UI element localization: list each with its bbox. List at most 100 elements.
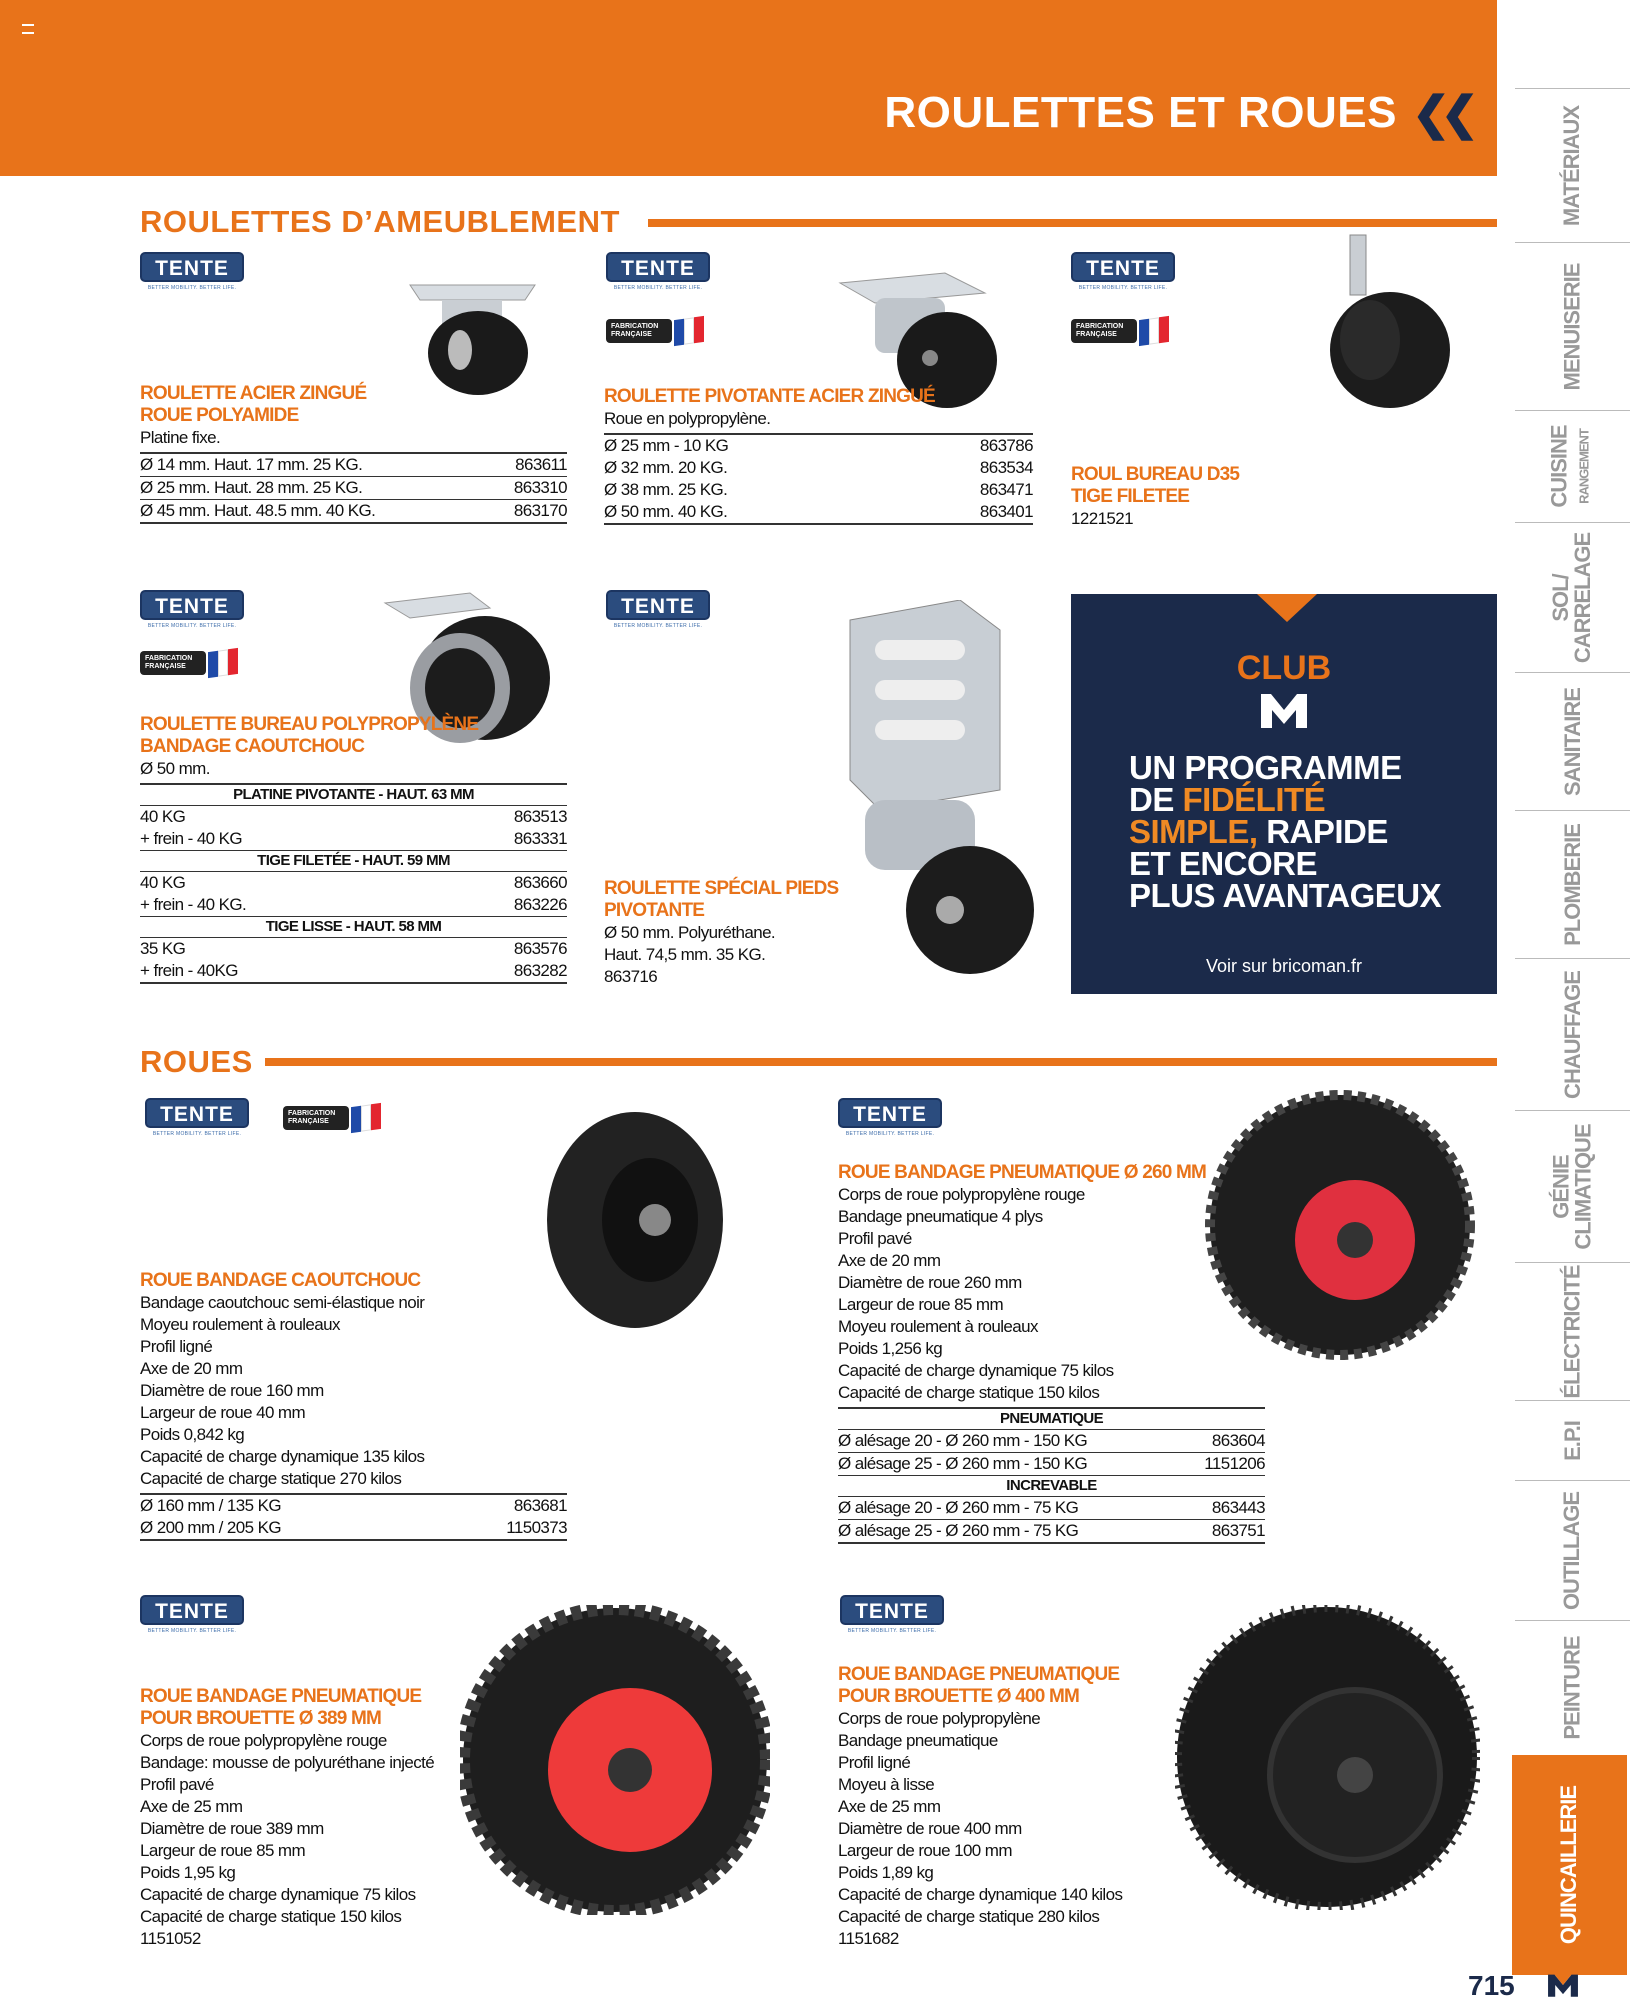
reference-table: PNEUMATIQUE Ø alésage 20 - Ø 260 mm - 15…	[838, 1407, 1266, 1544]
fixed-caster-image	[409, 284, 536, 395]
sidebar-tab-materiaux[interactable]: MATÉRIAUX	[1515, 88, 1630, 242]
sidebar-tab-sanitaire[interactable]: SANITAIRE	[1515, 672, 1630, 810]
row-reference: 863660	[513, 873, 568, 892]
logo-text: TENTE	[140, 1595, 244, 1625]
tente-logo: TENTE BETTER MOBILITY. BETTER LIFE.	[840, 1595, 944, 1634]
page-title: ROULETTES ET ROUES	[884, 88, 1397, 137]
row-spec: Ø 50 mm. 40 KG.	[604, 502, 728, 521]
badge-text: FABRICATION FRANÇAISE	[606, 319, 672, 343]
logo-tagline: BETTER MOBILITY. BETTER LIFE.	[152, 1131, 242, 1137]
club-loyalty-banner[interactable]: CLUB UN PROGRAMME DE FIDÉLITÉ SIMPLE, RA…	[1071, 594, 1497, 994]
spec-line: Largeur de roue 85 mm	[838, 1295, 1004, 1314]
sidebar-tab-electricite[interactable]: ÉLECTRICITÉ	[1515, 1262, 1630, 1400]
logo-tagline: BETTER MOBILITY. BETTER LIFE.	[845, 1131, 935, 1137]
logo-tagline: BETTER MOBILITY. BETTER LIFE.	[847, 1628, 937, 1634]
product-pneumatic-wheel-260: ROUE BANDAGE PNEUMATIQUE Ø 260 MM Corps …	[838, 1162, 1266, 1544]
wheelbarrow-red-wheel-image	[460, 1605, 770, 1915]
sidebar-tab-quincaillerie[interactable]: QUINCAILLERIE	[1512, 1755, 1627, 1975]
slogan-highlight: FIDÉLITÉ	[1182, 781, 1326, 818]
product-description: Platine fixe.	[140, 428, 221, 447]
sidebar-tab-menuiserie[interactable]: MENUISERIE	[1515, 242, 1630, 410]
spec-line: Largeur de roue 100 mm	[838, 1841, 1013, 1860]
sidebar-tab-outillage[interactable]: OUTILLAGE	[1515, 1480, 1630, 1620]
product-description: Ø 50 mm. Polyuréthane.	[604, 923, 776, 942]
table-row: Ø 25 mm. Haut. 28 mm. 25 KG.863310	[140, 477, 568, 500]
row-spec: Ø 38 mm. 25 KG.	[604, 480, 728, 499]
row-spec: Ø 25 mm - 10 KG	[604, 436, 729, 455]
row-reference: 863331	[513, 829, 568, 848]
logo-tagline: BETTER MOBILITY. BETTER LIFE.	[613, 285, 703, 291]
sidebar-tab-sol-carrelage[interactable]: SOL/CARRELAGE	[1515, 522, 1630, 672]
banner-notch	[1257, 594, 1317, 622]
spec-line: Capacité de charge statique 270 kilos	[140, 1469, 402, 1488]
title-line: BANDAGE CAOUTCHOUC	[140, 736, 365, 757]
spec-line: Axe de 20 mm	[140, 1359, 243, 1378]
sidebar-tab-chauffage[interactable]: CHAUFFAGE	[1515, 958, 1630, 1110]
table-row: Ø 38 mm. 25 KG.863471	[604, 479, 1034, 501]
tab-label: MENUISERIE	[1559, 263, 1585, 390]
french-flag-icon	[208, 647, 238, 679]
spec-line: Capacité de charge dynamique 75 kilos	[838, 1361, 1114, 1380]
sidebar-tab-epi[interactable]: E.P.I	[1515, 1400, 1630, 1480]
spec-line: Diamètre de roue 160 mm	[140, 1381, 324, 1400]
sidebar-tab-peinture[interactable]: PEINTURE	[1515, 1620, 1630, 1755]
spec-line: Corps de roue polypropylène rouge	[140, 1731, 387, 1750]
tab-label: SANITAIRE	[1559, 687, 1585, 796]
club-link[interactable]: Voir sur bricoman.fr	[1205, 956, 1363, 976]
title-line: POUR BROUETTE Ø 400 MM	[838, 1686, 1080, 1707]
product-reference: 863716	[604, 967, 658, 986]
title-line: ROUE POLYAMIDE	[140, 405, 299, 426]
sidebar-tab-plomberie[interactable]: PLOMBERIE	[1515, 810, 1630, 958]
product-description: Roue en polypropylène.	[604, 409, 771, 428]
product-title: ROUE BANDAGE CAOUTCHOUC	[140, 1270, 421, 1291]
spec-line: Moyeu à lisse	[838, 1775, 935, 1794]
slogan-line: ET ENCORE	[1129, 845, 1318, 882]
brand-m-logo-icon	[1261, 694, 1307, 728]
table-row: + frein - 40 KG.863226	[140, 894, 568, 917]
row-spec: Ø 45 mm. Haut. 48.5 mm. 40 KG.	[140, 501, 376, 520]
product-reference: 1221521	[1071, 509, 1134, 528]
spec-line: Bandage pneumatique	[838, 1731, 998, 1750]
row-spec: Ø 14 mm. Haut. 17 mm. 25 KG.	[140, 455, 363, 474]
french-flag-icon	[351, 1102, 381, 1134]
spec-line: Corps de roue polypropylène	[838, 1709, 1041, 1728]
row-reference: 863786	[979, 436, 1034, 455]
tab-label-line: CARRELAGE	[1570, 532, 1596, 663]
product-title: ROUE BANDAGE PNEUMATIQUE Ø 260 MM	[838, 1162, 1207, 1183]
title-line: ROULETTE BUREAU POLYPROPYLÈNE	[140, 714, 479, 735]
row-spec: Ø alésage 25 - Ø 260 mm - 75 KG	[838, 1521, 1079, 1540]
made-in-france-badge: FABRICATION FRANÇAISE	[1071, 315, 1175, 347]
slogan-line: UN PROGRAMME	[1129, 749, 1402, 786]
tab-label-line: CLIMATIQUE	[1570, 1123, 1596, 1250]
group-header: INCREVABLE	[838, 1476, 1265, 1497]
badge-text: FABRICATION FRANÇAISE	[1071, 319, 1137, 343]
spec-line: Bandage caoutchouc semi-élastique noir	[140, 1293, 425, 1312]
group-header: PLATINE PIVOTANTE - HAUT. 63 MM	[140, 785, 567, 806]
logo-text: TENTE	[840, 1595, 944, 1625]
menu-icon[interactable]	[22, 24, 34, 34]
spec-line: Capacité de charge statique 150 kilos	[140, 1907, 402, 1926]
row-spec: 35 KG	[140, 939, 186, 958]
row-reference: 863604	[1211, 1431, 1266, 1450]
spec-line: Corps de roue polypropylène rouge	[838, 1185, 1085, 1204]
